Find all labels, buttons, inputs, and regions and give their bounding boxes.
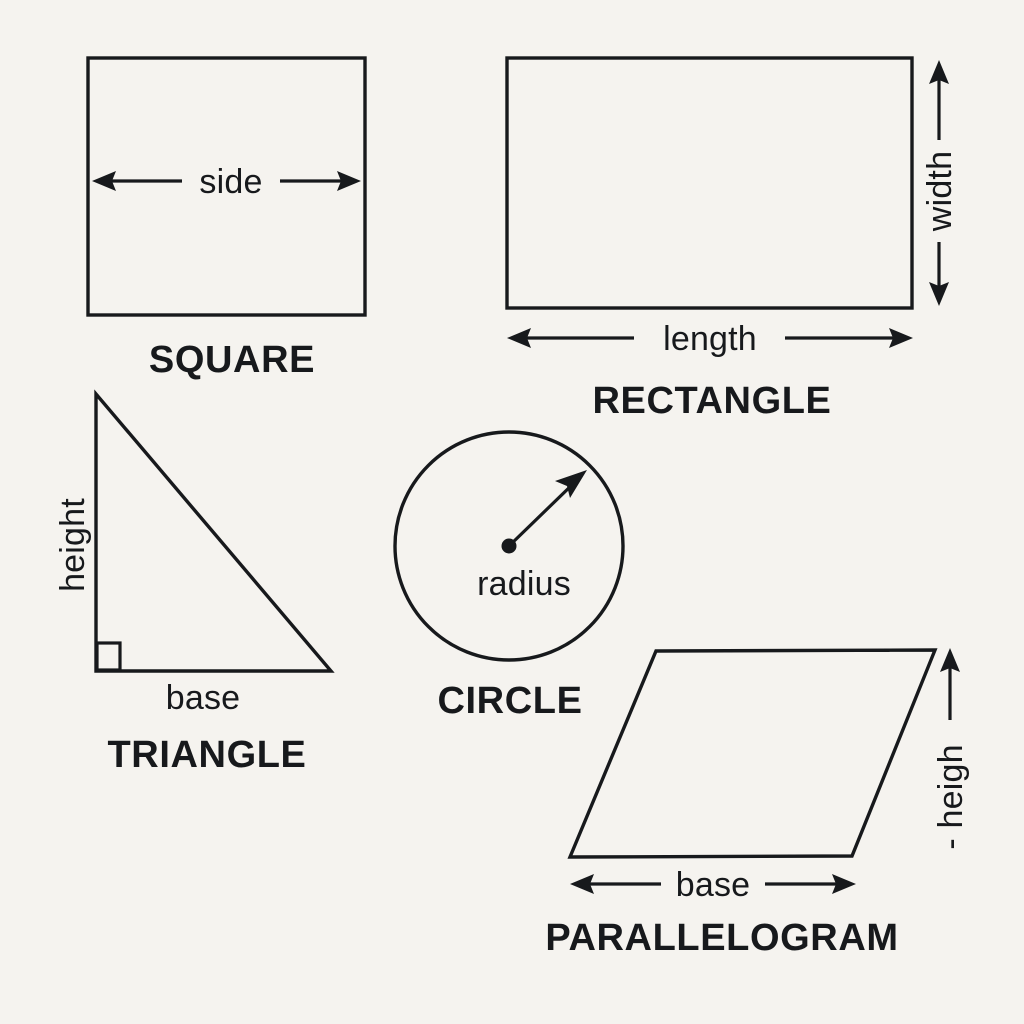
shape-square: side SQUARE xyxy=(86,56,367,381)
shape-parallelogram: - heigh base PARALLELOGRAM xyxy=(545,648,970,959)
right-angle-icon xyxy=(95,641,122,672)
rectangle-title: RECTANGLE xyxy=(592,380,831,422)
circle-radius-label: radius xyxy=(477,565,571,603)
square-side-arrowhead-left xyxy=(92,171,116,191)
square-side-arrowhead-right xyxy=(337,171,361,191)
rectangle-width-label: width xyxy=(921,151,959,232)
shape-circle: radius CIRCLE xyxy=(393,430,625,722)
parallelogram-height-dimension: - heigh xyxy=(932,648,970,850)
triangle-outline xyxy=(94,389,335,673)
parallelogram-height-label: - heigh xyxy=(932,744,970,849)
rectangle-width-arrowhead-bottom xyxy=(929,282,949,306)
parallelogram-title: PARALLELOGRAM xyxy=(545,917,898,959)
parallelogram-outline xyxy=(567,648,938,859)
triangle-base-label: base xyxy=(166,679,241,717)
parallelogram-base-arrowhead-left xyxy=(570,874,594,894)
rectangle-width-dimension: width xyxy=(921,60,959,306)
shape-triangle: height base TRIANGLE xyxy=(54,389,335,776)
rectangle-outline xyxy=(505,56,914,310)
parallelogram-base-dimension: base xyxy=(570,866,856,904)
rectangle-length-arrowhead-left xyxy=(507,328,531,348)
rectangle-length-arrowhead-right xyxy=(889,328,913,348)
circle-radius-arrowhead xyxy=(555,470,587,498)
square-title: SQUARE xyxy=(149,339,315,381)
parallelogram-base-arrowhead-right xyxy=(832,874,856,894)
square-side-label: side xyxy=(199,163,262,201)
triangle-height-label: height xyxy=(54,498,92,592)
circle-radius-dimension xyxy=(507,470,587,548)
circle-outline xyxy=(393,430,625,662)
shape-rectangle: width length RECTANGLE xyxy=(505,56,959,422)
square-outline xyxy=(86,56,367,317)
parallelogram-height-arrowhead-top xyxy=(940,648,960,672)
rectangle-length-dimension: length xyxy=(507,320,913,358)
rectangle-length-label: length xyxy=(663,320,757,358)
parallelogram-base-label: base xyxy=(676,866,751,904)
circle-radius-line xyxy=(507,480,577,548)
rectangle-width-arrowhead-top xyxy=(929,60,949,84)
triangle-title: TRIANGLE xyxy=(107,734,306,776)
square-side-dimension: side xyxy=(92,163,361,201)
circle-title: CIRCLE xyxy=(437,680,582,722)
